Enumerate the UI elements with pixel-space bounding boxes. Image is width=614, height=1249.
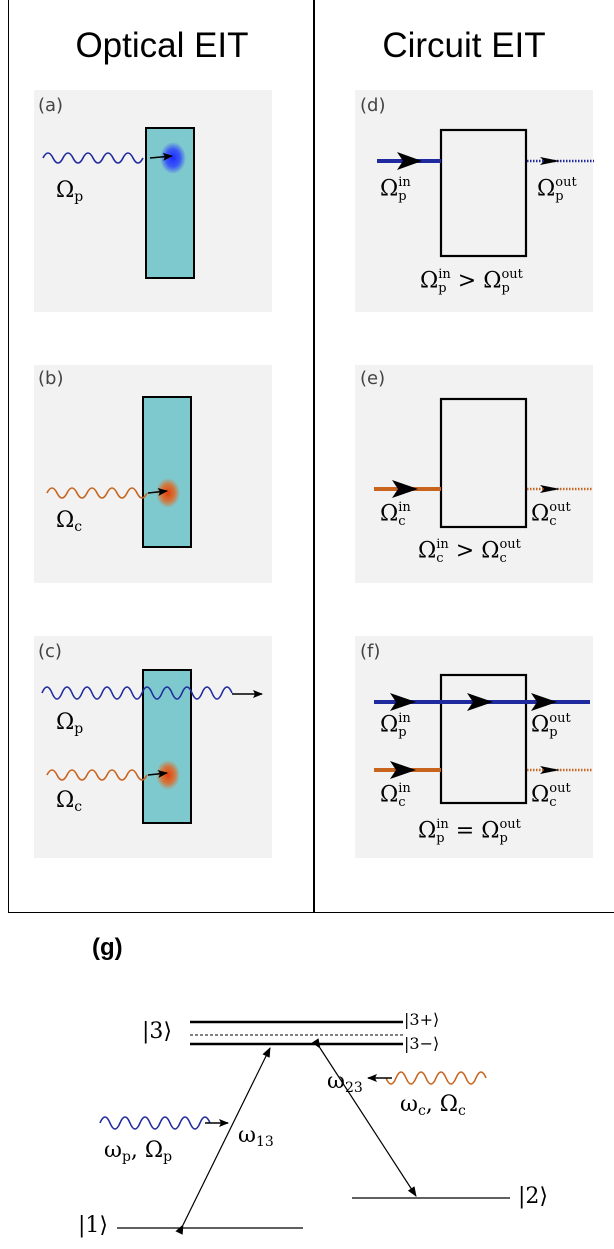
panel-e-circuit-box: [439, 397, 528, 529]
panel-e-input-arrowhead: [392, 480, 418, 498]
figure-frame: [8, 0, 614, 913]
panel-f-probe-in-arrowhead: [390, 693, 416, 711]
panel-d-background: [355, 90, 593, 312]
ket-3-label: |3⟩: [142, 1019, 172, 1044]
optical-eit-title: Optical EIT: [75, 26, 249, 65]
ket-1-label: |1⟩: [78, 1213, 108, 1238]
panel-f-coupling-out-arrowhead: [540, 766, 560, 774]
panel-b-arrow: [147, 487, 168, 496]
panel-a-probe-wave: [42, 152, 144, 164]
panel-c-omega-p: Ωp: [56, 710, 84, 737]
panel-e-output-arrowhead: [540, 485, 560, 493]
column-divider: [313, 0, 315, 913]
panel-a-arrow: [149, 152, 173, 161]
panel-f-probe-out-arrowhead: [531, 693, 557, 711]
panel-b-coupling-wave: [46, 487, 148, 499]
ket-3-minus-label: |3−⟩: [404, 1034, 440, 1053]
panel-c-label: (c): [38, 641, 62, 662]
panel-c-coupling-wave: [46, 769, 148, 781]
panel-d-input-arrowhead: [397, 152, 422, 170]
panel-f-probe-mid-arrowhead: [467, 693, 493, 711]
panel-c-coupling-spot: [156, 760, 180, 790]
panel-d-label: (d): [360, 95, 386, 116]
probe-field-wave: [99, 1116, 211, 1130]
panel-c-omega-c: Ωc: [56, 788, 83, 815]
panel-b-label: (b): [38, 368, 64, 389]
panel-f-circuit-box: [439, 673, 528, 805]
ket-3-plus-label: |3+⟩: [404, 1010, 440, 1029]
panel-b-atomic-cell: [142, 396, 192, 548]
probe-field-label: ωp, Ωp: [104, 1138, 173, 1165]
panel-a-probe-spot: [160, 142, 186, 174]
circuit-eit-title: Circuit EIT: [382, 26, 546, 65]
coupling-field-wave: [385, 1071, 487, 1085]
panel-c-atomic-cell: [142, 669, 192, 824]
omega-13-label: ω13: [238, 1123, 274, 1150]
panel-a-omega-p: Ωp: [56, 178, 84, 205]
panel-f-coupling-in-arrowhead: [390, 761, 416, 779]
panel-g-label: (g): [92, 934, 123, 961]
panel-d-output-arrowhead: [540, 157, 560, 165]
panel-b-omega-c: Ωc: [56, 508, 83, 535]
coupling-field-label: ωc, Ωc: [400, 1092, 466, 1119]
panel-a-label: (a): [38, 95, 64, 116]
omega-23-transition-arrow: [311, 1038, 417, 1197]
panel-d-circuit-box: [439, 128, 528, 258]
panel-c-coupling-arrow: [147, 769, 168, 778]
panel-c-probe-wave: [41, 686, 233, 700]
ket-2-label: |2⟩: [518, 1184, 548, 1209]
panel-e-background: [355, 365, 593, 583]
panel-e-label: (e): [360, 368, 386, 389]
panel-f-label: (f): [360, 641, 381, 662]
omega-23-label: ω23: [327, 1069, 363, 1096]
omega-13-transition-arrow: [175, 1047, 271, 1235]
panel-b-coupling-spot: [156, 478, 180, 508]
panel-f-background: [355, 636, 593, 858]
